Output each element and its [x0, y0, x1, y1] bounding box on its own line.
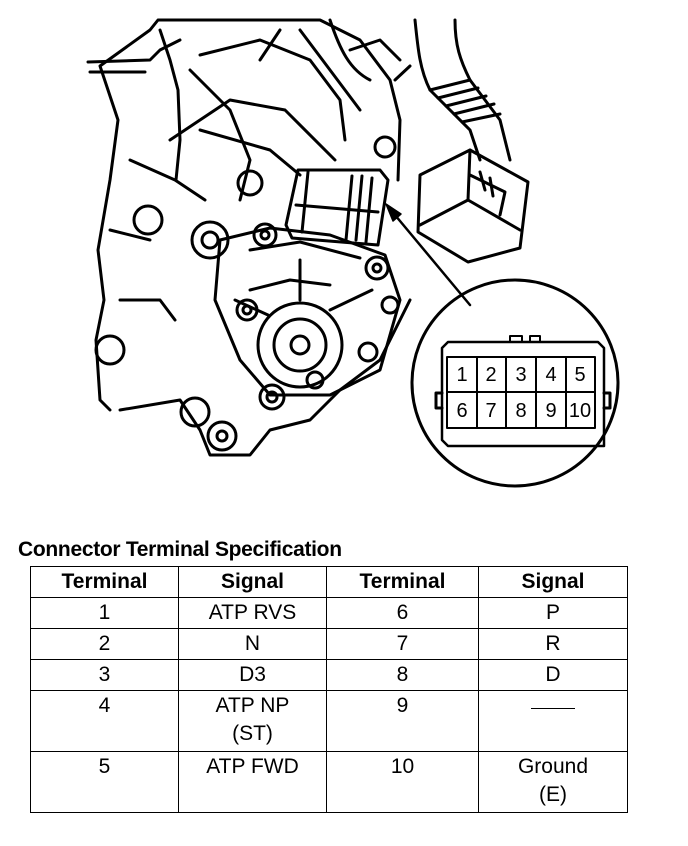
no-signal-dash — [531, 707, 575, 709]
connector-plug — [416, 148, 530, 264]
pin-3: 3 — [515, 364, 526, 386]
terminal-cell: 9 — [326, 690, 479, 752]
signal-cell: D — [478, 659, 628, 691]
terminal-cell: 4 — [30, 690, 179, 752]
terminal-cell: 3 — [30, 659, 179, 691]
table-header-row: Terminal Signal Terminal Signal — [30, 566, 628, 598]
signal-cell: R — [478, 628, 628, 660]
signal-cell: Ground(E) — [478, 751, 628, 813]
pin-1: 1 — [456, 364, 467, 386]
connector-detail-callout — [410, 278, 620, 488]
terminal-cell: 10 — [326, 751, 479, 813]
bolts — [94, 135, 400, 452]
pointer-arrow — [385, 203, 472, 307]
terminal-cell: 8 — [326, 659, 479, 691]
transmission-illustration: 1 2 3 4 5 6 7 8 9 10 — [86, 18, 620, 488]
terminal-cell: 2 — [30, 628, 179, 660]
pin-8: 8 — [515, 400, 526, 422]
terminal-cell: 5 — [30, 751, 179, 813]
terminal-cell: 1 — [30, 597, 179, 629]
header-terminal-2: Terminal — [326, 566, 479, 598]
pin-10: 10 — [569, 400, 591, 422]
header-terminal-1: Terminal — [30, 566, 179, 598]
header-signal-1: Signal — [178, 566, 327, 598]
pin-labels: 1 2 3 4 5 6 7 8 9 10 — [456, 364, 591, 422]
signal-cell: P — [478, 597, 628, 629]
spec-table-title: Connector Terminal Specification — [18, 538, 342, 561]
signal-cell: ATP NP(ST) — [178, 690, 327, 752]
pin-2: 2 — [485, 364, 496, 386]
signal-cell: ATP RVS — [178, 597, 327, 629]
terminal-cell: 6 — [326, 597, 479, 629]
wire-harness — [328, 18, 512, 162]
transmission-housing — [86, 18, 412, 457]
signal-cell — [478, 690, 628, 752]
pin-7: 7 — [485, 400, 496, 422]
pin-5: 5 — [574, 364, 585, 386]
pin-4: 4 — [545, 364, 556, 386]
signal-cell: N — [178, 628, 327, 660]
signal-cell: ATP FWD — [178, 751, 327, 813]
signal-cell: D3 — [178, 659, 327, 691]
pin-6: 6 — [456, 400, 467, 422]
terminal-cell: 7 — [326, 628, 479, 660]
pin-9: 9 — [545, 400, 556, 422]
range-switch — [213, 226, 402, 397]
sensor-connector — [284, 168, 390, 247]
header-signal-2: Signal — [478, 566, 628, 598]
